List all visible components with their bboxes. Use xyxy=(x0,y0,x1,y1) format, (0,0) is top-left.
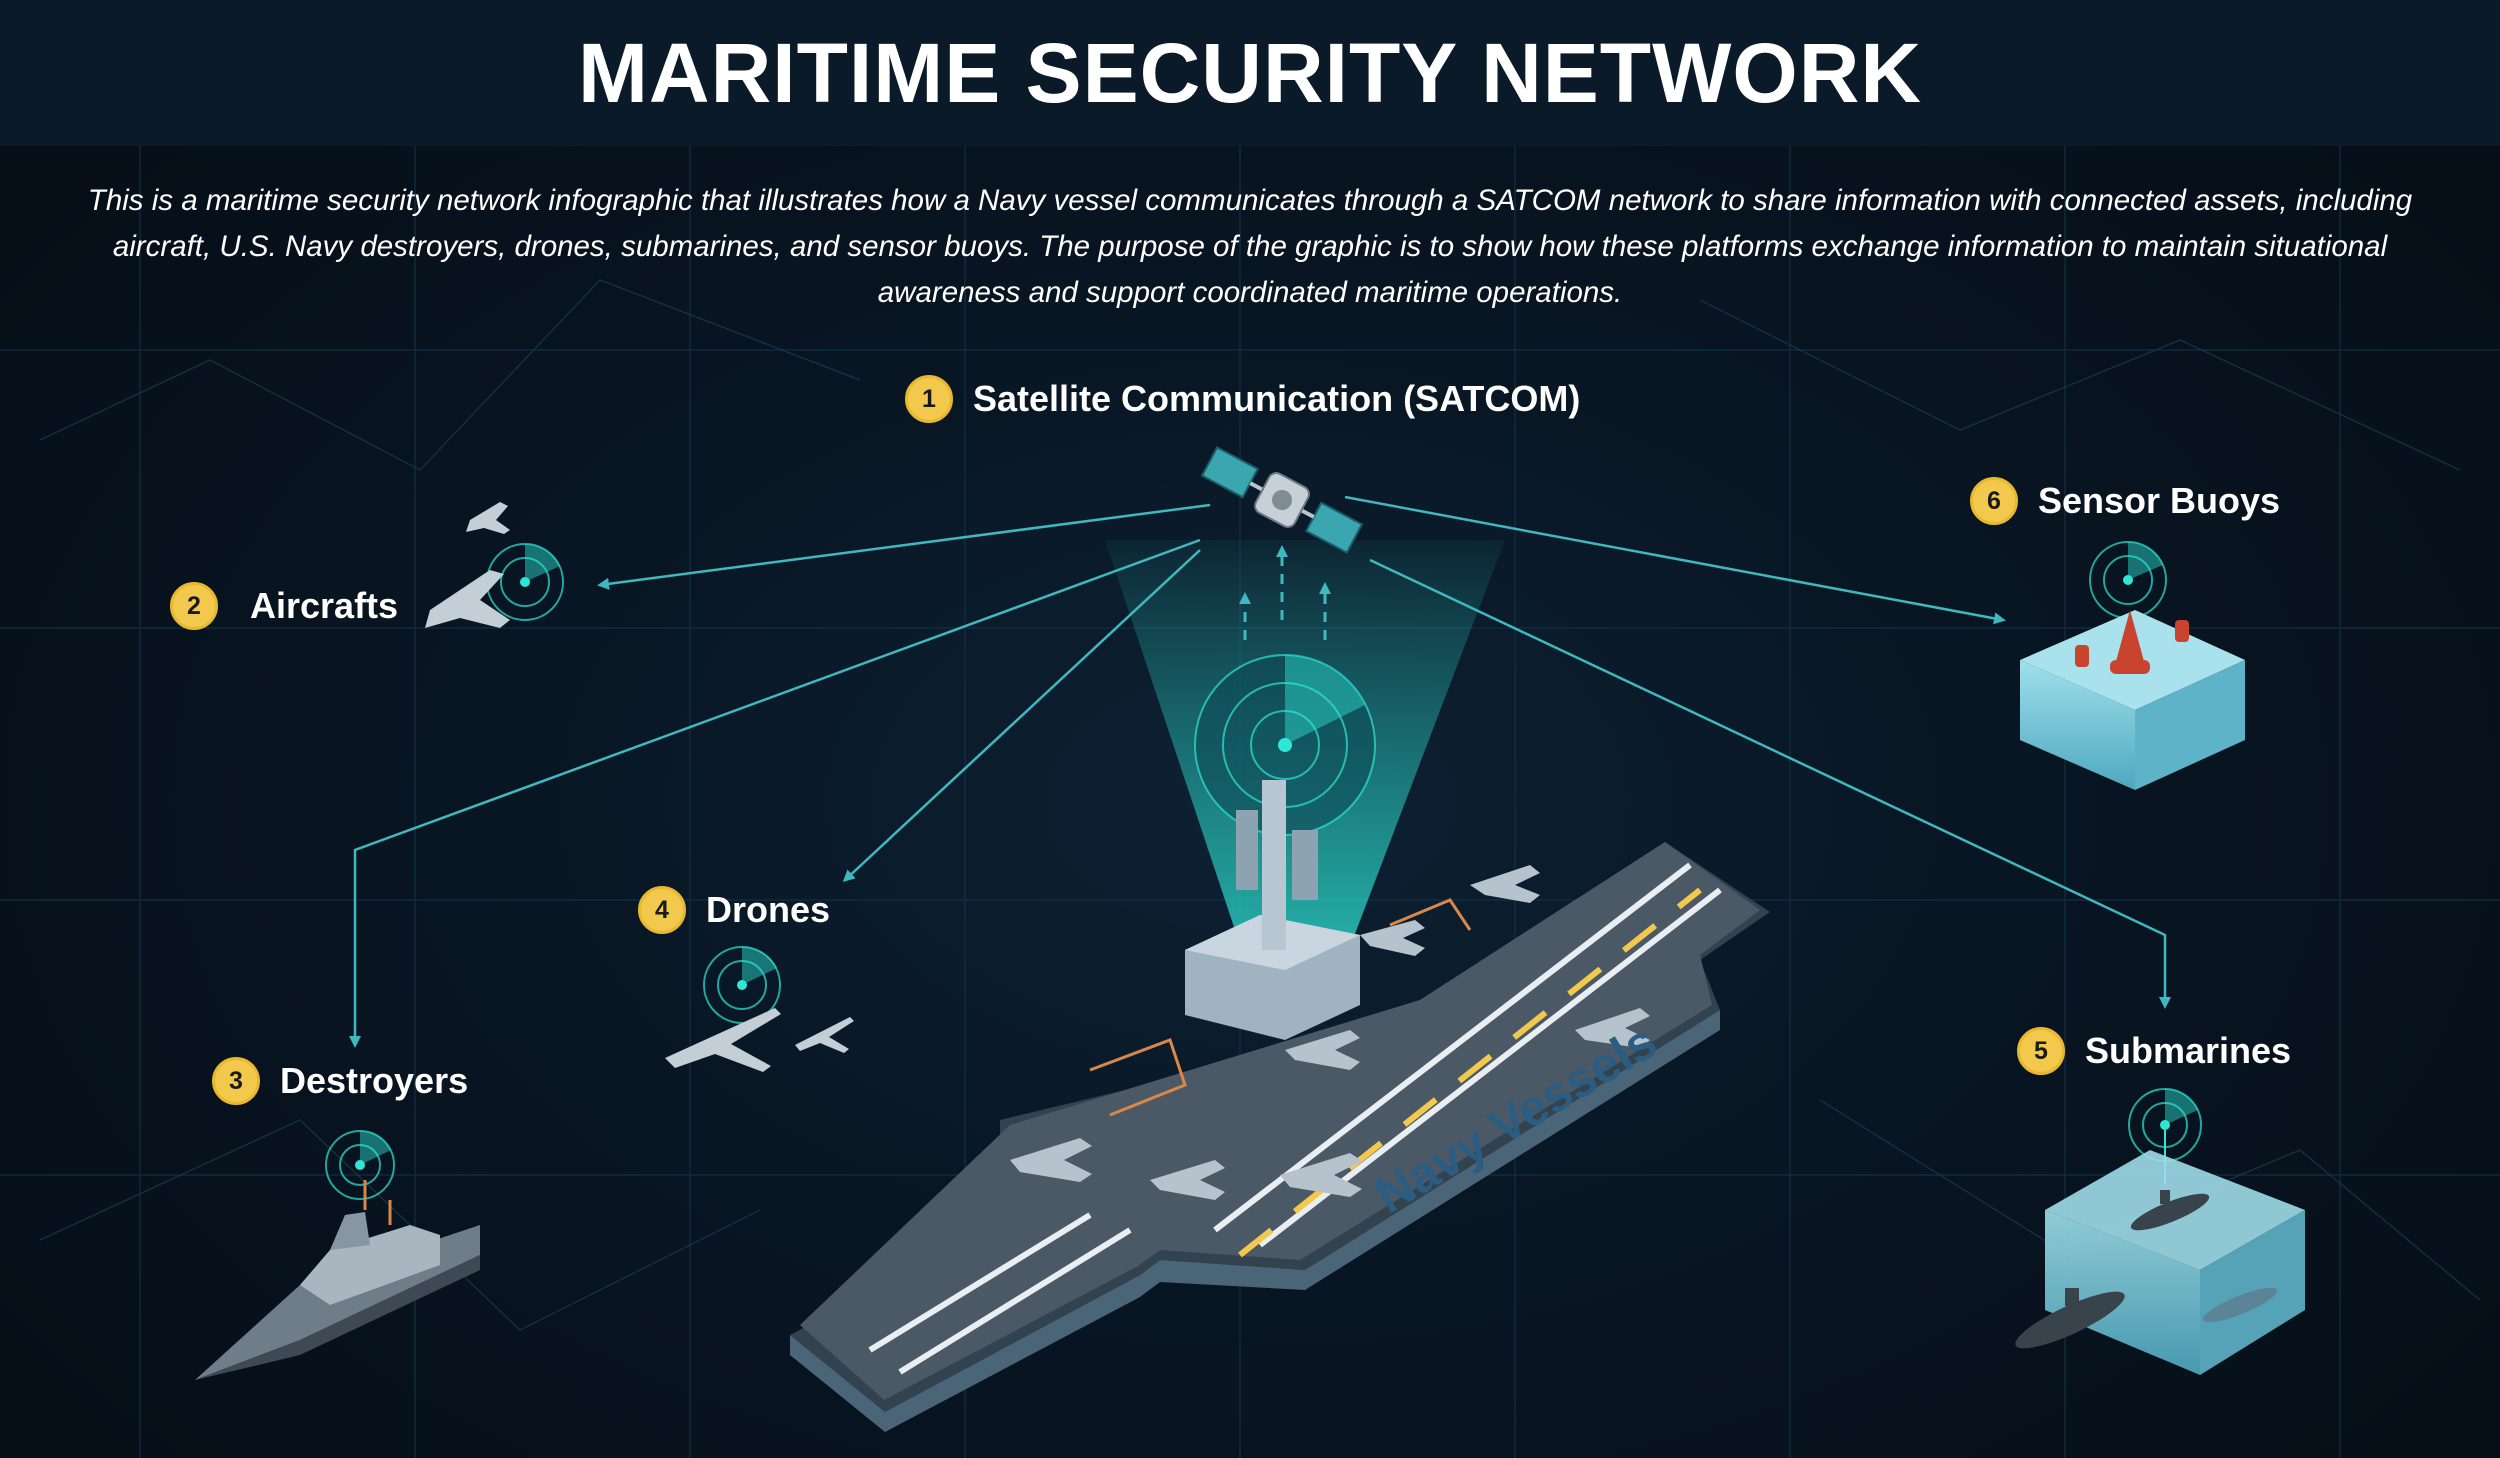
aircraft-carrier-icon xyxy=(790,780,1770,1432)
satcom-label: 1 Satellite Communication (SATCOM) xyxy=(905,375,1580,423)
background-grid xyxy=(0,146,2500,1458)
node-label: Satellite Communication (SATCOM) xyxy=(973,378,1581,419)
node-label: Destroyers xyxy=(280,1060,469,1101)
destroyer-ship-icon xyxy=(195,1130,480,1380)
page-title: MARITIME SECURITY NETWORK xyxy=(577,25,1923,120)
node-label: Submarines xyxy=(2085,1030,2292,1071)
fighter-jet-icon xyxy=(425,502,564,628)
number-badge: 1 xyxy=(905,375,953,423)
deck-jet-icon xyxy=(1575,1008,1650,1048)
node-label: Sensor Buoys xyxy=(2038,480,2281,521)
drone-icon xyxy=(665,946,854,1072)
deck-jet-icon xyxy=(1010,1138,1092,1182)
number-badge: 5 xyxy=(2017,1027,2065,1075)
link-to-submarines xyxy=(1369,558,2171,1009)
submarine-icon xyxy=(2015,1088,2305,1375)
node-label: Drones xyxy=(706,889,831,930)
deck-jet-icon xyxy=(1280,1153,1362,1197)
header-bar: MARITIME SECURITY NETWORK xyxy=(0,0,2500,146)
satellite-icon xyxy=(1200,446,1364,554)
description-text: This is a maritime security network info… xyxy=(87,184,2413,309)
destroyers-label: 3 Destroyers xyxy=(212,1057,468,1105)
drones-label: 4 Drones xyxy=(638,886,830,934)
sensor-buoys-label: 6 Sensor Buoys xyxy=(1970,477,2280,525)
deck-jet-icon xyxy=(1285,1030,1360,1070)
uplink-arrows xyxy=(1239,545,1331,640)
number-badge: 2 xyxy=(170,582,218,630)
submarines-label: 5 Submarines xyxy=(2017,1027,2291,1075)
aircrafts-label: 2 Aircrafts xyxy=(170,582,398,630)
carrier-radar-icon xyxy=(1194,654,1376,836)
number-badge: 3 xyxy=(212,1057,260,1105)
satcom-links xyxy=(349,495,2171,1048)
link-to-sensor-buoys xyxy=(1344,495,2006,625)
node-label: Aircrafts xyxy=(250,585,399,626)
sensor-buoy-icon xyxy=(2020,541,2245,790)
deck-jet-icon xyxy=(1360,920,1425,956)
number-badge: 4 xyxy=(638,886,686,934)
deck-jet-icon xyxy=(1470,865,1540,903)
link-to-destroyers xyxy=(349,538,1201,1048)
link-to-drones xyxy=(842,549,1201,883)
deck-jet-icon xyxy=(1150,1160,1225,1200)
link-to-aircrafts xyxy=(597,503,1211,590)
number-badge: 6 xyxy=(1970,477,2018,525)
